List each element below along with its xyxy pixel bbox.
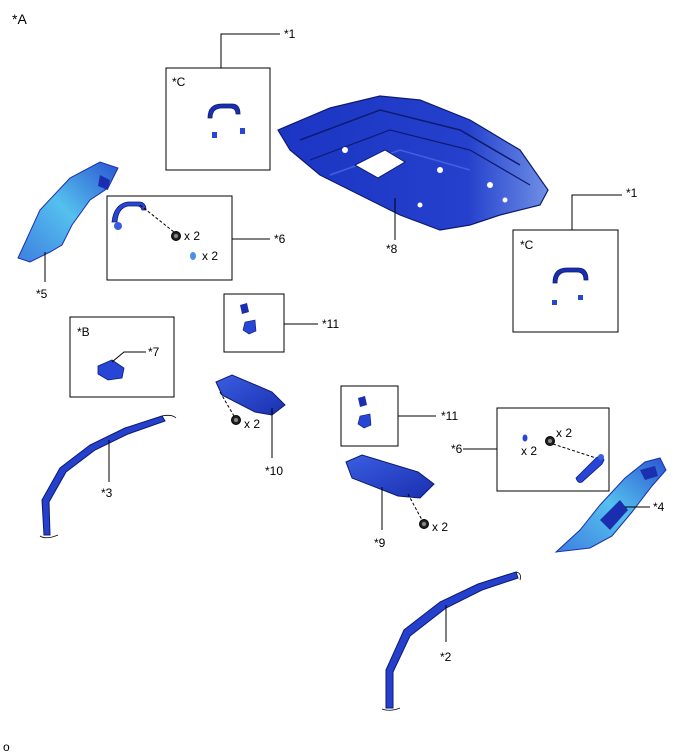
pillar-garnish-5 bbox=[17, 161, 119, 263]
label-11-right: *11 bbox=[441, 409, 458, 423]
label-1-top: *1 bbox=[284, 27, 296, 41]
label-4: *4 bbox=[653, 500, 665, 514]
footer-code: o bbox=[3, 740, 10, 754]
screw-9 bbox=[419, 519, 429, 529]
screw-6-right bbox=[545, 436, 555, 446]
pillar-garnish-4 bbox=[554, 457, 667, 553]
leader-1-top bbox=[220, 33, 280, 68]
assist-grip-c-top bbox=[207, 103, 245, 138]
label-6-right: *6 bbox=[451, 442, 463, 456]
screw-path-6-left bbox=[139, 204, 175, 233]
cap-6-right bbox=[522, 434, 528, 442]
detail-box-c-top bbox=[165, 67, 271, 171]
lamp-part-7 bbox=[97, 359, 125, 381]
label-10: *10 bbox=[265, 464, 283, 478]
visor-holder-11-right bbox=[357, 396, 372, 429]
detail-box-b bbox=[69, 316, 175, 398]
cap-6-left bbox=[190, 252, 196, 260]
label-9: *9 bbox=[374, 536, 386, 550]
screw-path-6-right bbox=[552, 443, 597, 459]
label-6-left: *6 bbox=[274, 232, 286, 246]
headliner-part bbox=[277, 95, 549, 231]
label-2: *2 bbox=[440, 650, 452, 664]
label-11-left: *11 bbox=[322, 317, 339, 331]
visor-holder-11-left bbox=[240, 303, 257, 335]
qty-9: x 2 bbox=[432, 520, 448, 534]
assist-grip-6-left bbox=[111, 201, 147, 230]
qty-6-screw-left: x 2 bbox=[184, 229, 200, 243]
sun-visor-9 bbox=[345, 454, 435, 499]
sun-visor-10 bbox=[215, 374, 286, 416]
qty-6-screw-right: x 2 bbox=[556, 426, 572, 440]
label-c-top: *C bbox=[172, 75, 186, 89]
label-c-right: *C bbox=[520, 238, 534, 252]
leader-1-right bbox=[571, 194, 622, 230]
qty-6-cap-right: x 2 bbox=[521, 444, 537, 458]
assist-grip-6-right bbox=[575, 454, 605, 483]
view-label: *A bbox=[12, 11, 27, 27]
screw-6-left bbox=[171, 231, 181, 241]
label-1-right: *1 bbox=[626, 186, 638, 200]
label-8: *8 bbox=[386, 242, 398, 256]
label-7: *7 bbox=[148, 345, 160, 359]
label-5: *5 bbox=[36, 287, 48, 301]
leader-7 bbox=[111, 351, 146, 363]
roof-garnish-2 bbox=[381, 571, 521, 711]
roof-garnish-3 bbox=[39, 414, 177, 539]
assist-grip-c-right bbox=[552, 267, 589, 305]
detail-box-6-left bbox=[106, 195, 233, 281]
label-3: *3 bbox=[101, 486, 113, 500]
label-b: *B bbox=[77, 325, 90, 339]
qty-6-cap-left: x 2 bbox=[202, 249, 218, 263]
detail-box-6-right bbox=[496, 407, 610, 492]
detail-box-c-right bbox=[512, 229, 619, 333]
qty-10: x 2 bbox=[244, 417, 260, 431]
screw-10 bbox=[231, 415, 241, 425]
